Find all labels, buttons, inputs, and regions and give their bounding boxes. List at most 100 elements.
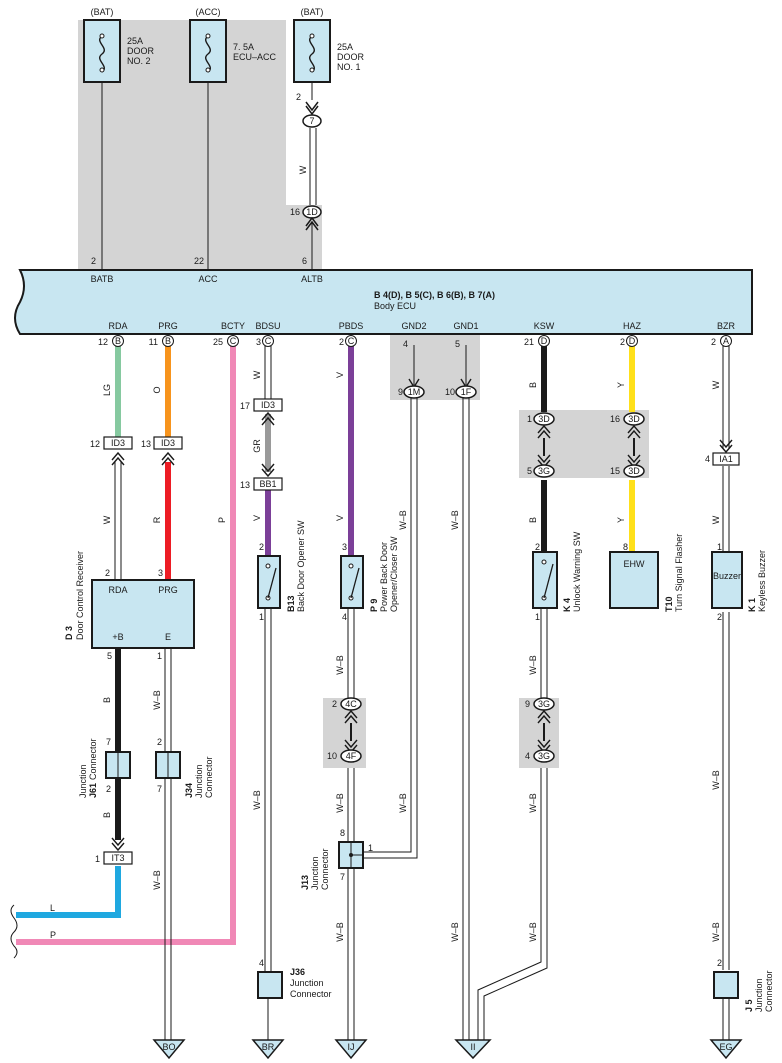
svg-text:Junction: Junction (754, 978, 764, 1012)
harness-break-marks (10, 904, 18, 959)
svg-text:7: 7 (340, 872, 345, 882)
svg-text:V: V (335, 515, 345, 521)
svg-text:W–B: W–B (152, 690, 162, 710)
svg-text:4: 4 (705, 454, 710, 464)
power-back-door-switch: 3 4 P 9 Power Back Door Opener/Closer SW (340, 536, 399, 622)
svg-text:B13: B13 (286, 595, 296, 612)
fuse-door-no2: (BAT) 25A DOOR NO. 2 (83, 7, 155, 83)
keyless-buzzer: 1 Buzzer 2 K 1 Keyless Buzzer (711, 542, 767, 622)
ground-icon (709, 1039, 743, 1060)
junction-connector-j61: 7 2 J61 Junction Connector (78, 737, 131, 798)
fuse-ecu-acc: (ACC) 7. 5A ECU–ACC (189, 7, 277, 83)
svg-text:ID3: ID3 (111, 438, 125, 448)
svg-text:II: II (470, 1042, 475, 1052)
svg-text:L: L (50, 903, 55, 913)
svg-text:1: 1 (717, 542, 722, 552)
ecu-bottom-pins: 12 B 11 B 25 C 3 C 2 C 4 5 21 D 2 D 2 A (98, 335, 732, 349)
junction-connector-j13: 8 1 7 J13 Junction Connector (300, 828, 373, 890)
ground-EG: EG (709, 1039, 743, 1060)
svg-text:11: 11 (149, 337, 158, 347)
svg-text:17: 17 (240, 401, 250, 411)
ecu-connector-title: B 4(D), B 5(C), B 6(B), B 7(A) (374, 290, 495, 300)
svg-text:W–B: W–B (398, 510, 408, 530)
svg-text:1: 1 (95, 854, 100, 864)
svg-text:B: B (528, 517, 538, 523)
svg-text:Connector: Connector (764, 970, 774, 1012)
svg-text:BR: BR (262, 1042, 275, 1052)
connector-7: 2 7 W (296, 92, 322, 174)
back-door-opener-switch: 2 1 B13 Back Door Opener SW (257, 520, 306, 622)
svg-text:2: 2 (91, 256, 96, 266)
svg-text:4: 4 (259, 958, 264, 968)
svg-text:B: B (102, 697, 112, 703)
svg-text:7: 7 (106, 737, 111, 747)
svg-text:Unlock Warning SW: Unlock Warning SW (572, 531, 582, 612)
svg-text:2: 2 (717, 958, 722, 968)
svg-text:C: C (265, 336, 272, 346)
svg-text:3G: 3G (538, 466, 550, 476)
svg-text:A: A (723, 336, 729, 346)
svg-text:PRG: PRG (158, 321, 178, 331)
svg-text:16: 16 (290, 207, 300, 217)
svg-text:Junction: Junction (78, 764, 88, 798)
svg-text:Connector: Connector (320, 848, 330, 890)
svg-text:6: 6 (302, 256, 307, 266)
turn-signal-flasher: 8 EHW T10 Turn Signal Flasher (609, 534, 684, 612)
svg-text:HAZ: HAZ (623, 321, 642, 331)
svg-text:GND1: GND1 (453, 321, 478, 331)
svg-text:4: 4 (525, 751, 530, 761)
ground-BR: BR (251, 1010, 285, 1060)
svg-text:2: 2 (157, 737, 162, 747)
svg-text:GR: GR (252, 439, 262, 453)
ground-II: II (454, 1005, 492, 1060)
svg-text:3G: 3G (538, 751, 550, 761)
switch-icon (267, 567, 277, 599)
svg-text:Junction: Junction (310, 856, 320, 890)
svg-text:W–B: W–B (450, 510, 460, 530)
svg-text:13: 13 (240, 480, 250, 490)
svg-text:2: 2 (717, 612, 722, 622)
svg-text:25: 25 (213, 337, 223, 347)
svg-text:12: 12 (90, 439, 100, 449)
junction-connector-j36: 4 J36 Junction Connector (257, 958, 332, 1010)
svg-text:8: 8 (340, 828, 345, 838)
svg-text:BCTY: BCTY (221, 321, 245, 331)
svg-text:W–B: W–B (152, 870, 162, 890)
svg-text:Connector: Connector (290, 989, 332, 999)
ground-icon (152, 1039, 186, 1060)
svg-text:IT3: IT3 (111, 853, 124, 863)
svg-text:V: V (252, 515, 262, 521)
svg-text:NO. 2: NO. 2 (127, 56, 151, 66)
svg-text:C: C (230, 336, 237, 346)
svg-text:Y: Y (616, 382, 626, 388)
svg-text:2: 2 (535, 542, 540, 552)
svg-text:W: W (298, 165, 308, 174)
svg-text:3: 3 (342, 542, 347, 552)
svg-text:2: 2 (711, 337, 716, 347)
svg-text:Door Control Receiver: Door Control Receiver (75, 551, 85, 640)
connector-IT3: 1 IT3 (95, 837, 133, 865)
fuse-supply-label: (BAT) (91, 7, 114, 17)
svg-text:D: D (629, 336, 636, 346)
connector-1M: 9 1M (398, 378, 425, 399)
svg-text:8: 8 (623, 542, 628, 552)
svg-text:P: P (217, 517, 227, 523)
svg-text:21: 21 (524, 337, 534, 347)
svg-text:T10: T10 (664, 596, 674, 612)
connector-3G-3G: 9 3G 4 3G (525, 697, 555, 763)
svg-text:2: 2 (339, 337, 344, 347)
ground-icon (454, 1039, 492, 1060)
svg-text:10: 10 (445, 387, 455, 397)
fuse-icon (99, 35, 105, 73)
svg-text:3D: 3D (628, 414, 640, 424)
fuse-icon (309, 35, 315, 73)
svg-text:PRG: PRG (158, 585, 178, 595)
svg-text:IA1: IA1 (719, 454, 733, 464)
svg-text:1D: 1D (306, 207, 318, 217)
svg-text:DOOR: DOOR (337, 52, 365, 62)
svg-text:W: W (711, 515, 721, 524)
svg-text:9: 9 (525, 699, 530, 709)
connector-IA1: 4 IA1 (705, 439, 740, 466)
svg-text:4C: 4C (345, 699, 357, 709)
